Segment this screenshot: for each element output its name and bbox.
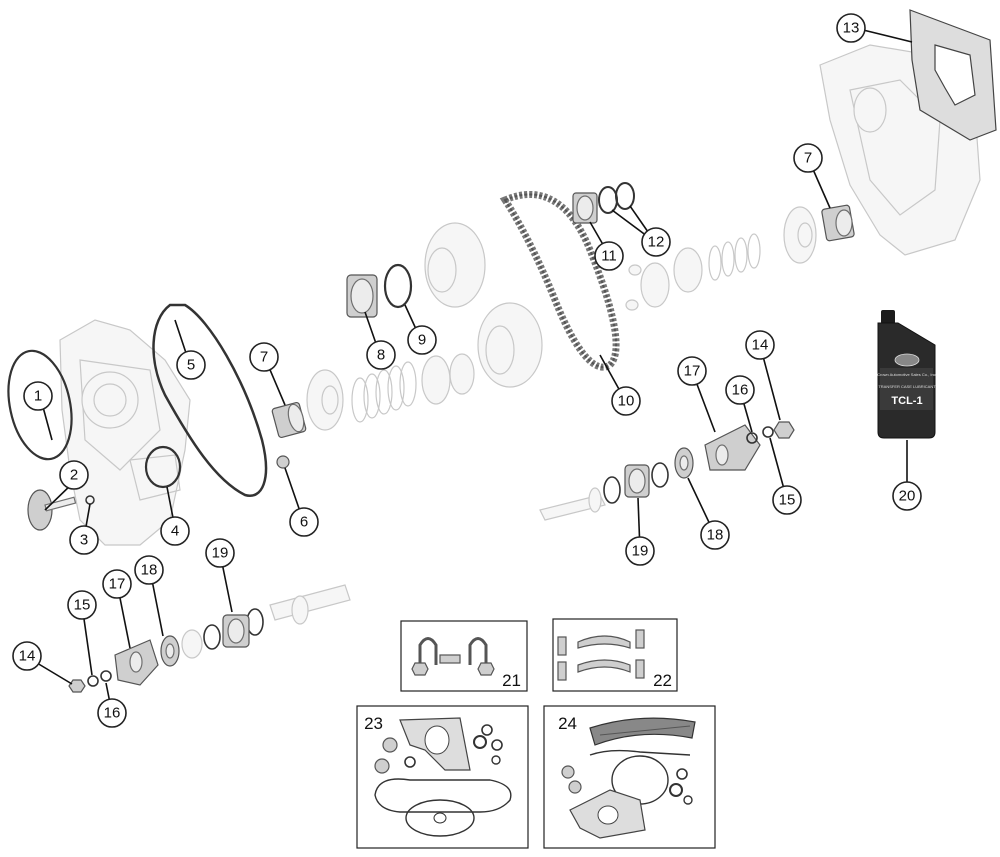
svg-text:17: 17 xyxy=(109,576,126,593)
svg-text:4: 4 xyxy=(171,523,179,540)
bearing-part-19-right xyxy=(624,464,650,498)
svg-text:15: 15 xyxy=(779,492,796,509)
svg-text:15: 15 xyxy=(74,597,91,614)
svg-text:17: 17 xyxy=(684,363,701,380)
seal-part-16-left xyxy=(100,670,112,682)
kit-24-label: 24 xyxy=(558,714,577,733)
svg-text:3: 3 xyxy=(80,532,88,549)
callout-19-right[interactable]: 19 xyxy=(625,536,655,566)
callout-14-left[interactable]: 14 xyxy=(12,641,42,671)
svg-text:19: 19 xyxy=(632,543,649,560)
svg-text:16: 16 xyxy=(732,382,749,399)
seal-part-18-left xyxy=(160,635,180,667)
yoke-part-17-left xyxy=(114,639,159,686)
svg-text:12: 12 xyxy=(648,234,665,251)
front-output-shaft-assembly xyxy=(68,584,351,693)
callout-3[interactable]: 3 xyxy=(69,525,99,555)
shift-lever xyxy=(27,489,77,531)
svg-text:14: 14 xyxy=(19,648,36,665)
bearing-part-19-left xyxy=(222,614,250,648)
front-o-ring xyxy=(7,349,73,461)
drive-chain xyxy=(499,190,620,371)
svg-text:7: 7 xyxy=(804,150,812,167)
callout-10[interactable]: 10 xyxy=(611,386,641,416)
svg-text:11: 11 xyxy=(601,248,617,265)
callout-8[interactable]: 8 xyxy=(366,340,396,370)
bottle-product-text: TRANSFER CASE LUBRICANT xyxy=(878,384,936,389)
callout-12[interactable]: 12 xyxy=(641,227,671,257)
seal-part-18-right xyxy=(674,447,694,479)
callout-14-right[interactable]: 14 xyxy=(745,330,775,360)
washer-part-15-right xyxy=(762,426,774,438)
small-bushing xyxy=(276,455,290,469)
svg-text:19: 19 xyxy=(212,545,229,562)
svg-text:13: 13 xyxy=(843,20,860,37)
kit-22-label: 22 xyxy=(653,671,672,690)
drive-sprocket xyxy=(424,222,486,308)
callout-18-left[interactable]: 18 xyxy=(134,555,164,585)
oil-pump-and-shaft-assembly xyxy=(306,353,475,431)
svg-text:5: 5 xyxy=(187,357,195,374)
bearing-right xyxy=(821,204,855,242)
bearing-left xyxy=(271,401,307,439)
kit-23-gasket-seal-kit[interactable]: 23 xyxy=(356,705,529,849)
bottle-product-code: TCL-1 xyxy=(891,395,922,407)
svg-text:16: 16 xyxy=(104,705,121,722)
callout-2[interactable]: 2 xyxy=(59,460,89,490)
kit-23-label: 23 xyxy=(364,714,383,733)
svg-text:9: 9 xyxy=(418,332,426,349)
kit-21-label: 21 xyxy=(502,671,521,690)
yoke-part-17-right xyxy=(704,424,761,471)
svg-text:8: 8 xyxy=(377,347,385,364)
case-gasket xyxy=(909,9,997,141)
svg-text:18: 18 xyxy=(141,562,158,579)
callout-9[interactable]: 9 xyxy=(407,325,437,355)
front-case-half xyxy=(59,319,191,546)
callout-18-right[interactable]: 18 xyxy=(700,520,730,550)
callout-13[interactable]: 13 xyxy=(836,13,866,43)
svg-text:1: 1 xyxy=(34,388,42,405)
callout-15-right[interactable]: 15 xyxy=(772,485,802,515)
callout-4[interactable]: 4 xyxy=(160,516,190,546)
callout-7-left[interactable]: 7 xyxy=(249,342,279,372)
nut-part-14-right xyxy=(773,421,795,439)
rtv-gasket-bead xyxy=(152,303,268,497)
kit-21-u-bolt-kit[interactable]: 21 xyxy=(400,620,528,692)
callout-5[interactable]: 5 xyxy=(176,350,206,380)
svg-text:18: 18 xyxy=(707,527,724,544)
svg-text:6: 6 xyxy=(300,514,308,531)
rear-output-shaft-assembly xyxy=(539,421,795,521)
callout-16-right[interactable]: 16 xyxy=(725,375,755,405)
kit-22-strap-kit[interactable]: 22 xyxy=(552,618,678,692)
callout-11[interactable]: 11 xyxy=(594,241,624,271)
callout-20[interactable]: 20 xyxy=(892,481,922,511)
case-o-ring xyxy=(144,445,182,489)
differential-assembly xyxy=(625,206,817,311)
nut-part-14-left xyxy=(68,679,86,693)
seals-part-12 xyxy=(598,182,635,214)
snap-ring xyxy=(383,263,413,309)
driven-sprocket xyxy=(477,302,543,388)
svg-text:2: 2 xyxy=(70,467,78,484)
bottle-brand-text: Crown Automotive Sales Co., Inc. xyxy=(877,372,937,377)
kit-24-chain-gasket-kit[interactable]: 24 xyxy=(543,705,716,849)
callout-6[interactable]: 6 xyxy=(289,507,319,537)
transfer-case-fluid-bottle: Crown Automotive Sales Co., Inc. TRANSFE… xyxy=(877,310,937,439)
bearing-part-11 xyxy=(572,192,598,224)
bearing-part-8 xyxy=(346,274,378,318)
callout-17-right[interactable]: 17 xyxy=(677,356,707,386)
callout-19-left[interactable]: 19 xyxy=(205,538,235,568)
svg-text:10: 10 xyxy=(618,393,635,410)
callout-16-left[interactable]: 16 xyxy=(97,698,127,728)
washer-part-15-left xyxy=(87,675,99,687)
callout-17-left[interactable]: 17 xyxy=(102,569,132,599)
callout-7-right[interactable]: 7 xyxy=(793,143,823,173)
callout-15-left[interactable]: 15 xyxy=(67,590,97,620)
svg-text:14: 14 xyxy=(752,337,769,354)
svg-text:7: 7 xyxy=(260,349,268,366)
callout-1[interactable]: 1 xyxy=(23,381,53,411)
seal-part-16-right xyxy=(746,432,758,444)
svg-text:20: 20 xyxy=(899,488,916,505)
